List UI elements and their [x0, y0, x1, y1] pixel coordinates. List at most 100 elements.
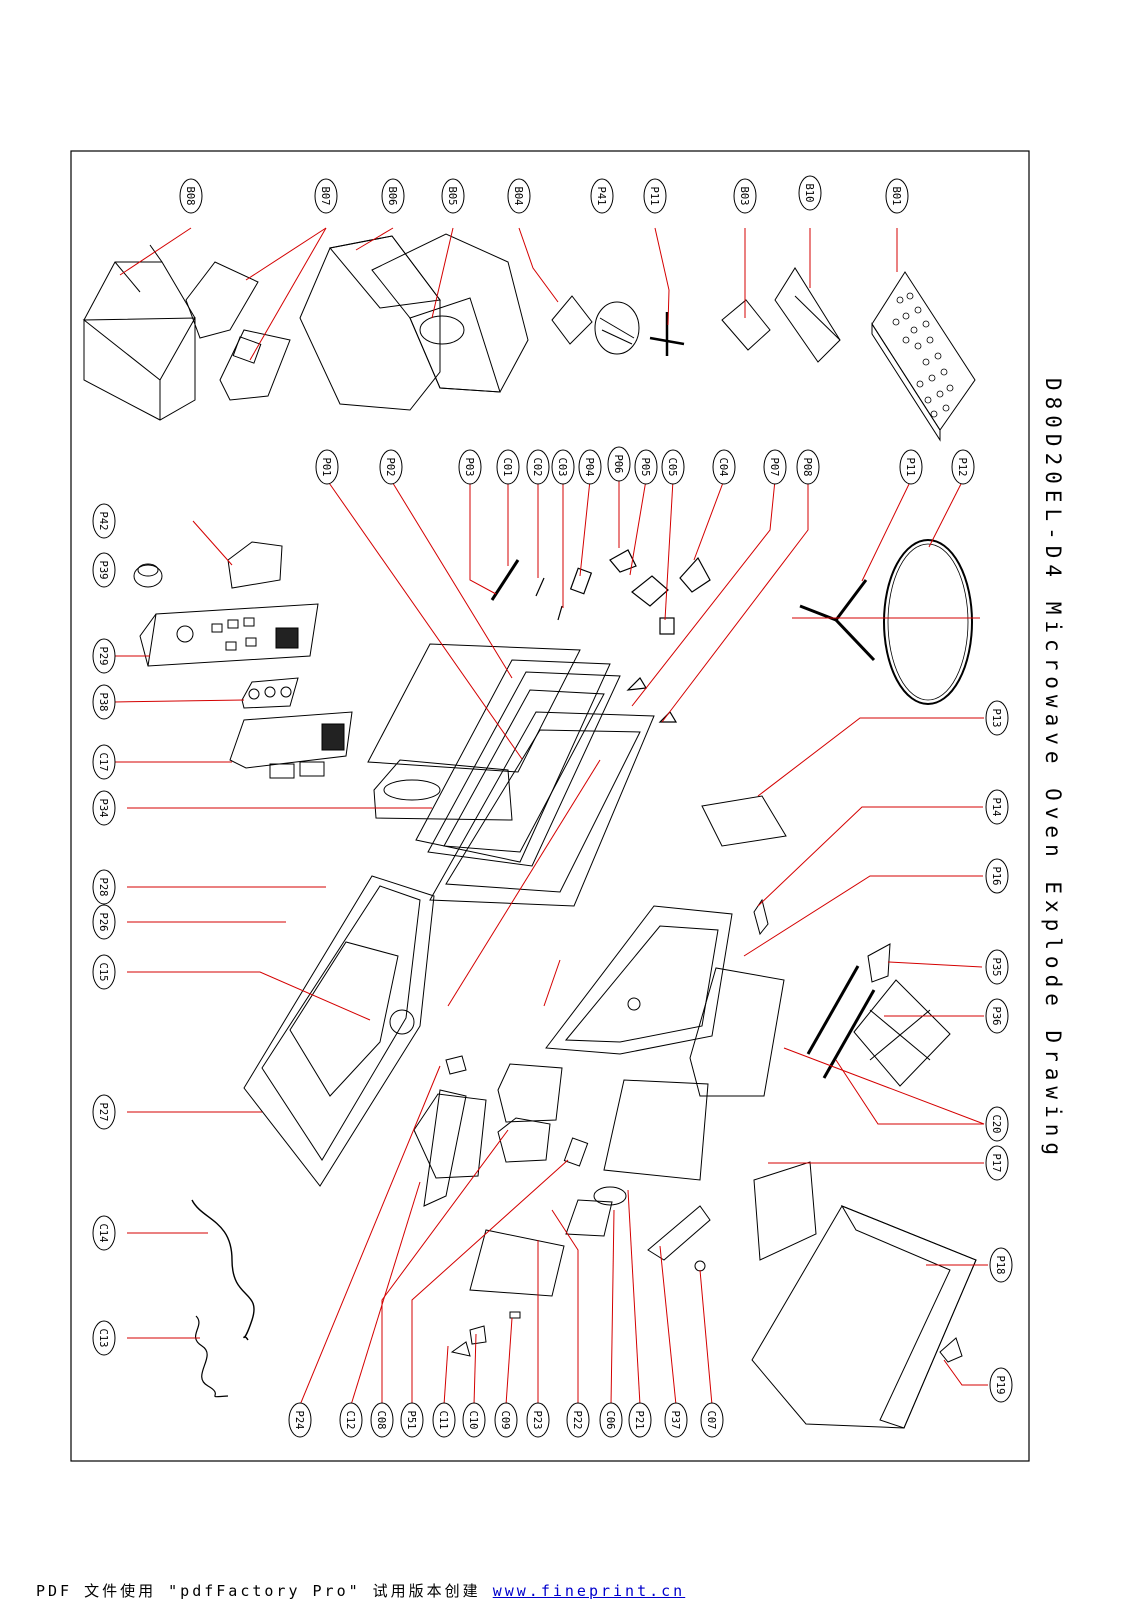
small-parts-group [490, 549, 711, 723]
svg-text:C06: C06 [604, 1411, 616, 1430]
footer-text: PDF 文件使用 "pdfFactory Pro" 试用版本创建 [36, 1582, 481, 1600]
svg-text:P07: P07 [768, 458, 780, 477]
turntable-group [701, 539, 973, 936]
svg-text:C14: C14 [97, 1224, 109, 1243]
callout-B10: B10 [798, 175, 822, 211]
svg-text:C07: C07 [705, 1411, 717, 1430]
tray-holes [892, 292, 954, 418]
callout-C05: C05 [661, 449, 685, 485]
callout-C10: C10 [462, 1402, 486, 1438]
svg-text:C11: C11 [437, 1411, 449, 1430]
svg-text:P27: P27 [97, 1103, 109, 1122]
callout-P19: P19 [989, 1367, 1013, 1403]
svg-text:C20: C20 [990, 1115, 1002, 1134]
callout-P14: P14 [985, 789, 1009, 825]
callout-P06: P06 [607, 446, 631, 482]
drawing-border [70, 150, 1030, 1462]
callout-C15: C15 [92, 954, 116, 990]
svg-text:P22: P22 [571, 1411, 583, 1430]
callout-P42: P42 [92, 503, 116, 539]
svg-text:P34: P34 [97, 799, 109, 818]
callout-P11-top: P11 [643, 178, 667, 214]
cavity-group [191, 875, 977, 1429]
callout-P11-mid: P11 [899, 449, 923, 485]
pdf-footer: PDF 文件使用 "pdfFactory Pro" 试用版本创建 www.fin… [36, 1580, 685, 1601]
callout-C13: C13 [92, 1320, 116, 1356]
svg-text:P29: P29 [97, 647, 109, 666]
svg-text:P23: P23 [531, 1411, 543, 1430]
callout-C06: C06 [599, 1402, 623, 1438]
callout-P17: P17 [985, 1145, 1009, 1181]
svg-text:P17: P17 [990, 1154, 1002, 1173]
callout-P22: P22 [566, 1402, 590, 1438]
svg-text:P26: P26 [97, 913, 109, 932]
callout-P01: P01 [315, 449, 339, 485]
callout-B06: B06 [381, 178, 405, 214]
svg-text:P38: P38 [97, 693, 109, 712]
callout-C17: C17 [92, 744, 116, 780]
callout-C11: C11 [432, 1402, 456, 1438]
svg-text:B04: B04 [512, 187, 524, 206]
callout-P12: P12 [951, 449, 975, 485]
callout-C01: C01 [496, 449, 520, 485]
callout-P41: P41 [590, 178, 614, 214]
control-panel-group [133, 541, 655, 907]
svg-text:P24: P24 [293, 1411, 305, 1430]
callout-P27: P27 [92, 1094, 116, 1130]
callout-P26: P26 [92, 904, 116, 940]
leader-lines [113, 227, 988, 1406]
svg-text:B05: B05 [446, 187, 458, 206]
svg-text:C08: C08 [375, 1411, 387, 1430]
callout-P37: P37 [664, 1402, 688, 1438]
callout-P23: P23 [526, 1402, 550, 1438]
footer-link[interactable]: www.fineprint.cn [492, 1582, 686, 1600]
callout-B04: B04 [507, 178, 531, 214]
callout-P13: P13 [985, 700, 1009, 736]
svg-text:P51: P51 [405, 1411, 417, 1430]
svg-text:C15: C15 [97, 963, 109, 982]
svg-text:P12: P12 [956, 458, 968, 477]
svg-text:P04: P04 [583, 458, 595, 477]
svg-text:B10: B10 [803, 184, 815, 203]
svg-text:C03: C03 [556, 458, 568, 477]
callout-P02: P02 [379, 449, 403, 485]
callout-P29: P29 [92, 638, 116, 674]
svg-text:B01: B01 [890, 187, 902, 206]
callout-P28: P28 [92, 869, 116, 905]
callout-C04: C04 [712, 449, 736, 485]
callout-P38: P38 [92, 684, 116, 720]
callout-P35: P35 [985, 949, 1009, 985]
callout-C20: C20 [985, 1106, 1009, 1142]
callout-P51: P51 [400, 1402, 424, 1438]
svg-text:P36: P36 [990, 1007, 1002, 1026]
drawing-title: D80D20EL-D4 Microwave Oven Explode Drawi… [1041, 378, 1065, 1161]
callout-C14: C14 [92, 1215, 116, 1251]
callout-P05: P05 [634, 449, 658, 485]
svg-text:P28: P28 [97, 878, 109, 897]
callout-P21: P21 [628, 1402, 652, 1438]
callout-P39: P39 [92, 552, 116, 588]
callout-C07: C07 [700, 1402, 724, 1438]
svg-text:P05: P05 [639, 458, 651, 477]
svg-text:P08: P08 [801, 458, 813, 477]
callout-bubbles: B08 B07 B06 B05 B04 P41 P11 B03 B10 B01 … [92, 175, 1013, 1438]
svg-text:P01: P01 [320, 458, 332, 477]
callout-P34: P34 [92, 790, 116, 826]
callout-P36: P36 [985, 998, 1009, 1034]
callout-C03: C03 [551, 449, 575, 485]
callout-P07: P07 [763, 449, 787, 485]
svg-text:B08: B08 [184, 187, 196, 206]
svg-text:P06: P06 [612, 455, 624, 474]
svg-text:C12: C12 [344, 1411, 356, 1430]
svg-text:C17: C17 [97, 753, 109, 772]
callout-C08: C08 [370, 1402, 394, 1438]
svg-text:P21: P21 [633, 1411, 645, 1430]
svg-text:C04: C04 [717, 458, 729, 477]
svg-text:P42: P42 [97, 512, 109, 531]
svg-text:B03: B03 [738, 187, 750, 206]
callout-P04: P04 [578, 449, 602, 485]
callout-B03: B03 [733, 178, 757, 214]
callout-B08: B08 [179, 178, 203, 214]
svg-text:C05: C05 [666, 458, 678, 477]
